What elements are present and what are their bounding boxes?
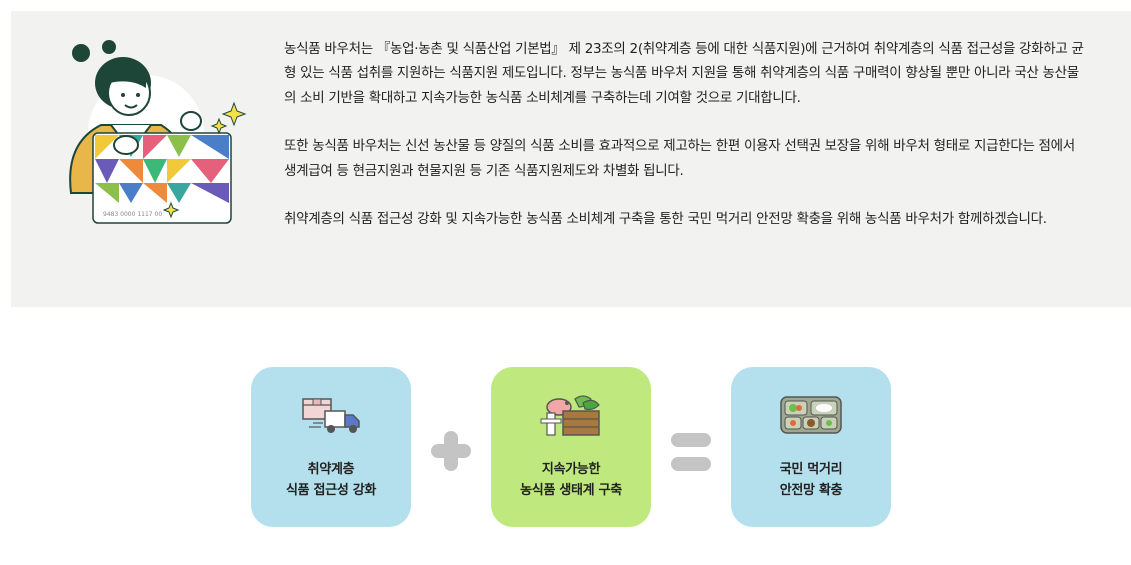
- card-line-2: 안전망 확충: [779, 483, 843, 498]
- card-line-1: 취약계층: [307, 462, 355, 477]
- card-line-2: 식품 접근성 강화: [285, 483, 377, 498]
- card-food-access: 취약계층 식품 접근성 강화: [251, 367, 411, 527]
- card-food-safety-net-label: 국민 먹거리 안전망 확충: [780, 459, 843, 501]
- plus-icon: [431, 431, 471, 475]
- intro-paragraph-2: 또한 농식품 바우처는 신선 농산물 등 양질의 식품 소비를 효과적으로 제고…: [284, 138, 1075, 179]
- intro-text: 농식품 바우처는 『농업·농촌 및 식품산업 기본법』 제 23조의 2(취약계…: [284, 37, 1084, 255]
- card-line-2: 농식품 생태계 구축: [520, 483, 622, 498]
- intro-paragraph-1: 농식품 바우처는 『농업·농촌 및 식품산업 기본법』 제 23조의 2(취약계…: [284, 41, 1084, 106]
- farm-produce-icon: [540, 395, 600, 436]
- card-line-1: 국민 먹거리: [779, 462, 843, 477]
- card-line-1: 지속가능한: [541, 462, 601, 477]
- card-number: 9483 0000 1117 00: [103, 211, 162, 218]
- card-sustainable-ecosystem: 지속가능한 농식품 생태계 구축: [491, 367, 651, 527]
- card-food-access-label: 취약계층 식품 접근성 강화: [286, 459, 376, 501]
- delivery-truck-icon: [302, 398, 360, 433]
- card-sustainable-ecosystem-label: 지속가능한 농식품 생태계 구축: [520, 459, 622, 501]
- intro-section: 9483 0000 1117 00 농식품 바우처는 『농업·농촌 및 식품산업…: [11, 11, 1131, 307]
- meal-tray-icon: [780, 396, 842, 434]
- intro-paragraph-3: 취약계층의 식품 접근성 강화 및 지속가능한 농식품 소비체계 구축을 통한 …: [284, 211, 1047, 228]
- equals-icon: [671, 433, 711, 475]
- card-food-safety-net: 국민 먹거리 안전망 확충: [731, 367, 891, 527]
- voucher-card-illustration: 9483 0000 1117 00: [51, 33, 251, 233]
